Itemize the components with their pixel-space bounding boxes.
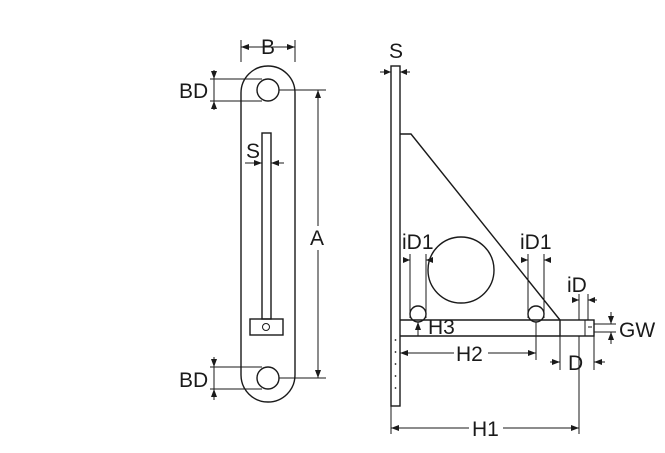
dim-label-gw: GW bbox=[619, 319, 655, 342]
side-view: S iD1 iD1 iD GW H3 bbox=[380, 40, 655, 441]
dim-label-s-side: S bbox=[389, 40, 403, 63]
front-pin-block bbox=[249, 318, 284, 336]
front-view: B BD BD S A bbox=[179, 36, 326, 403]
side-plate-dots bbox=[394, 339, 397, 389]
front-pin-block-hole bbox=[262, 323, 270, 331]
dim-label-id1-right: iD1 bbox=[520, 231, 552, 254]
dim-label-s-front: S bbox=[246, 140, 260, 163]
dim-label-id: iD bbox=[567, 274, 587, 297]
dim-label-h1: H1 bbox=[472, 418, 499, 441]
side-large-hole bbox=[427, 236, 495, 304]
dim-label-bd-bottom: BD bbox=[179, 369, 208, 392]
front-plate-outline bbox=[240, 65, 296, 403]
dim-label-bd-top: BD bbox=[179, 80, 208, 103]
dim-label-b: B bbox=[261, 36, 275, 59]
front-bottom-hole bbox=[256, 366, 280, 390]
side-pin-boss bbox=[559, 319, 595, 337]
side-gusset bbox=[400, 133, 561, 321]
dim-label-h3: H3 bbox=[428, 316, 455, 339]
dim-label-h2: H2 bbox=[456, 343, 483, 366]
dim-label-d: D bbox=[568, 352, 583, 375]
front-top-hole bbox=[256, 78, 280, 102]
side-plate bbox=[390, 65, 401, 407]
front-inner-strip bbox=[261, 132, 272, 320]
dim-label-a: A bbox=[310, 227, 324, 250]
dim-label-id1-left: iD1 bbox=[402, 231, 434, 254]
